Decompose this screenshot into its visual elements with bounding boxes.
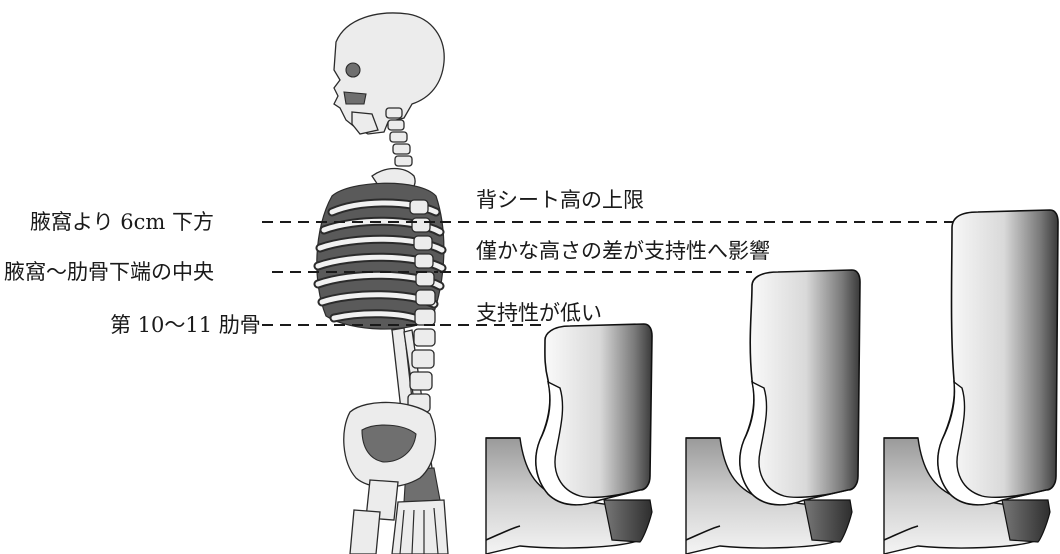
annotation-upper-limit: 背シート高の上限 [440, 188, 955, 222]
label-axilla-6cm-text: 腋窩より 6cm 下方 [30, 210, 214, 234]
seat-high-backrest [884, 210, 1058, 554]
seat-medium-backrest [686, 270, 860, 554]
annotation-small-difference: 僅かな高さの差が支持性へ影響 [440, 239, 770, 272]
annotation-low-support-text: 支持性が低い [476, 301, 602, 325]
annotation-small-difference-text: 僅かな高さの差が支持性へ影響 [476, 239, 770, 263]
annotation-upper-limit-text: 背シート高の上限 [476, 188, 644, 212]
annotation-low-support: 支持性が低い [440, 301, 602, 325]
label-rib-10-11-text: 第 10〜11 肋骨 [110, 313, 261, 337]
cervical-spine [386, 108, 412, 166]
seat-low-backrest [486, 324, 652, 554]
skeleton-figure [317, 13, 448, 554]
label-axilla-rib-mid-text: 腋窩〜肋骨下端の中央 [4, 260, 214, 284]
